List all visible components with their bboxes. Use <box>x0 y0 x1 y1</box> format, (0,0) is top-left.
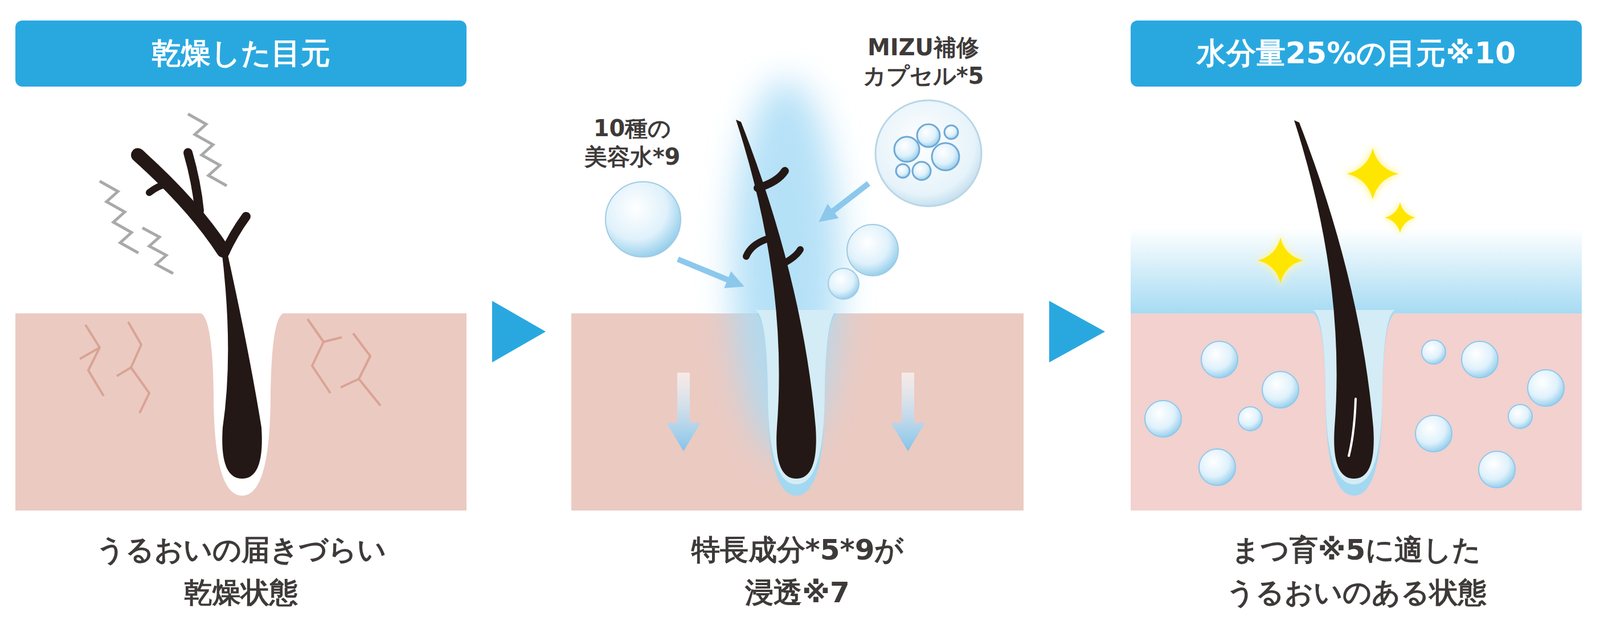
split-end <box>149 184 171 193</box>
penetration-arrow <box>890 372 926 452</box>
step-arrow <box>492 300 546 363</box>
ingredient-label: MIZU補修 カプセル*5 <box>843 33 1004 90</box>
split-end <box>224 216 247 254</box>
water-bubble <box>1262 371 1299 408</box>
split-end <box>187 152 200 211</box>
stage-panel: 乾燥した目元うるおいの届きづらい 乾燥状態 <box>15 0 467 637</box>
skin-crack <box>353 333 381 406</box>
stage-heading: 水分量25%の目元※10 <box>1130 20 1582 87</box>
water-bubble <box>1508 404 1533 429</box>
pointer-arrow <box>677 259 736 284</box>
skin-crack <box>79 347 100 359</box>
water-bubble <box>1199 448 1236 486</box>
skin-crack <box>340 378 359 388</box>
capsule-cell <box>944 125 959 139</box>
capsule <box>875 100 982 207</box>
water-bubble <box>605 181 681 257</box>
lash <box>735 119 817 479</box>
stage-caption: うるおいの届きづらい 乾燥状態 <box>81 528 401 615</box>
water-bubble <box>846 224 899 276</box>
skin-crack <box>323 337 342 342</box>
moisture-band <box>1130 227 1582 314</box>
split-end <box>746 239 767 257</box>
stage-panel: 特長成分*5*9が 浸透※7 <box>571 0 1024 637</box>
capsule-cell <box>895 164 910 178</box>
water-bubble <box>1238 406 1263 431</box>
water-bubble <box>828 268 859 300</box>
capsule-cell <box>912 161 931 180</box>
skin-crack <box>128 321 150 413</box>
skin-crack <box>307 318 331 394</box>
water-bubble <box>1478 451 1516 488</box>
sparkle <box>1347 148 1399 200</box>
sparkle-glow <box>1254 234 1307 287</box>
dry-zigzag <box>142 227 174 274</box>
water-bubble <box>1421 340 1446 364</box>
stage-panel: 水分量25%の目元※10 まつ育※5に適した うるおいのある状態 <box>1130 0 1582 637</box>
split-end <box>774 249 801 268</box>
split-end <box>757 170 785 188</box>
split-end <box>137 154 224 251</box>
sparkle-glow <box>1382 199 1418 236</box>
pointer-arrow <box>825 183 869 217</box>
skin-crack <box>116 367 132 376</box>
stage-caption: まつ育※5に適した うるおいのある状態 <box>1196 528 1516 615</box>
water-bubble <box>1144 400 1182 437</box>
capsule-cell <box>917 124 940 147</box>
dry-zigzag <box>99 181 139 253</box>
step-arrow <box>1049 300 1106 363</box>
water-bubble <box>1527 369 1565 407</box>
damaged-lash <box>221 244 263 479</box>
lash-shine <box>1348 398 1356 456</box>
sparkle <box>1384 202 1416 233</box>
capsule-cell <box>894 136 920 162</box>
stage-heading: 乾燥した目元 <box>15 20 467 87</box>
water-bubble <box>1461 341 1499 378</box>
sparkle-glow <box>1343 144 1403 204</box>
water-bubble <box>1415 415 1452 452</box>
water-bubble <box>1201 341 1238 378</box>
stage-caption: 特長成分*5*9が 浸透※7 <box>672 528 923 615</box>
capsule-cell <box>931 142 960 171</box>
sparkle <box>1257 237 1304 284</box>
ingredient-label: 10種の 美容水*9 <box>563 113 701 171</box>
skin-crack <box>85 324 104 396</box>
penetration-arrow <box>666 372 701 452</box>
